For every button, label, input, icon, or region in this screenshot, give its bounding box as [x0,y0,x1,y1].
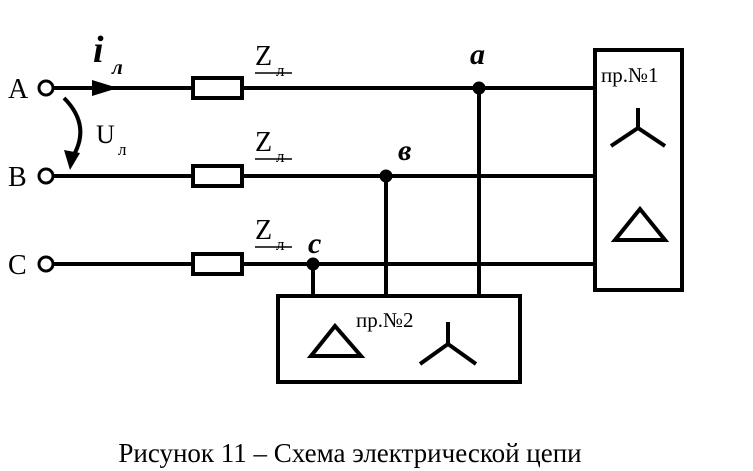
impedance-symbol-c: Z [255,215,272,246]
voltage-arc-icon [62,96,83,160]
terminal-b [37,167,55,185]
node-label-c: c [308,227,321,260]
impedance-subscript-b: л [276,147,285,166]
consumer1-label: пр.№1 [601,63,659,87]
consumer2-label: пр.№2 [356,308,414,332]
impedance-label-a: Z л [255,41,292,80]
current-symbol: i [93,29,104,71]
voltage-symbol: U [96,120,115,149]
consumer2-frame [276,294,522,384]
phase-label-b: B [8,162,27,193]
consumer1-box: пр.№1 [593,48,684,292]
terminal-a [37,79,55,97]
line-impedances [191,76,244,276]
node-label-b: в [398,134,411,167]
phase-label-c: C [8,250,27,281]
terminals [37,79,55,273]
junction-c [306,257,320,271]
phase-wires [52,86,595,266]
star-icon [418,322,478,366]
phase-label-a: A [8,74,29,105]
consumer1-frame [593,48,684,292]
terminal-c [37,255,55,273]
voltage-subscript: л [118,140,127,159]
node-label-a: a [470,38,485,71]
impedance-label-c: Z л [255,215,292,254]
delta-icon [306,322,366,358]
impedance-subscript-c: л [276,235,285,254]
resistor-phase-a [191,76,244,100]
star-icon-arm-right [446,342,478,366]
current-subscript: л [111,55,123,79]
delta-icon [610,205,670,242]
star-icon [609,108,667,148]
star-icon-arm-right [636,126,667,148]
impedance-subscript-a: л [276,61,285,80]
junctions [306,81,486,271]
current-arrow-icon [92,80,118,96]
junction-b [379,169,393,183]
resistor-phase-b [191,164,244,188]
star-icon-arm-left [418,342,450,366]
consumer2-box: пр.№2 [276,294,522,384]
impedance-symbol-b: Z [255,127,272,158]
junction-a [472,81,486,95]
resistor-phase-c [191,252,244,276]
impedance-symbol-a: Z [255,41,272,72]
voltage-arrowhead-icon [64,150,80,170]
figure-caption: Рисунок 11 – Схема электрической цепи [118,438,581,468]
impedance-label-b: Z л [255,127,292,166]
star-icon-arm-left [609,126,640,148]
